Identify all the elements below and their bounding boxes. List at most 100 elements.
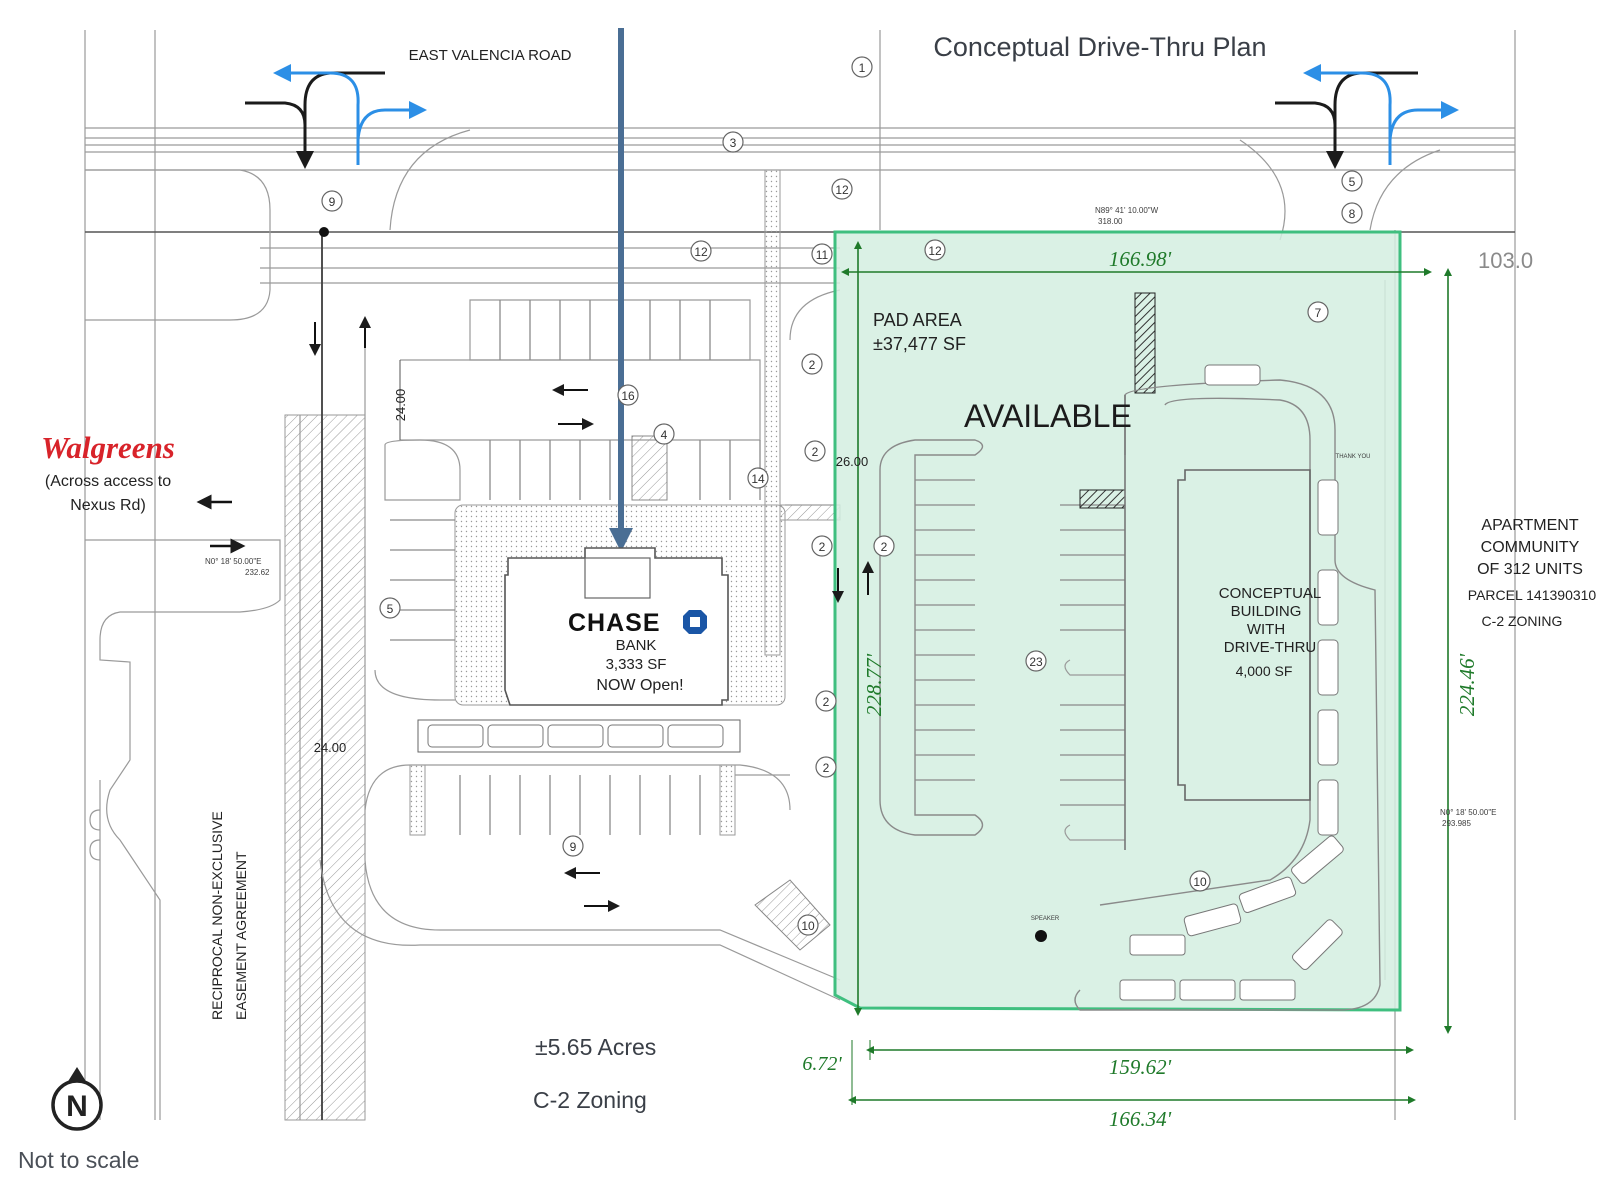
pad-west-stalls bbox=[915, 479, 975, 781]
site-acres: ±5.65 Acres bbox=[535, 1034, 656, 1060]
bearing-top-length: 318.00 bbox=[1098, 217, 1123, 226]
chase-building[interactable]: CHASE BANK 3,333 SF NOW Open! bbox=[504, 547, 729, 706]
north-arrow-icon: N bbox=[51, 1067, 103, 1131]
easement-label: RECIPROCAL NON-EXCLUSIVE EASEMENT AGREEM… bbox=[209, 811, 249, 1020]
keynote-badge: 2 bbox=[804, 440, 826, 462]
apartment-line-1: APARTMENT bbox=[1481, 517, 1578, 534]
edge-dimension: 103.0 bbox=[1478, 248, 1533, 273]
keynote-badge: 2 bbox=[815, 756, 837, 778]
keynote-number: 2 bbox=[823, 761, 830, 775]
keynote-number: 5 bbox=[1349, 175, 1356, 189]
apartment-line-3: OF 312 UNITS bbox=[1477, 561, 1583, 578]
apartment-parcel: PARCEL 141390310 bbox=[1468, 587, 1597, 603]
keynote-badge: 14 bbox=[747, 467, 769, 489]
keynote-badge: 12 bbox=[831, 178, 853, 200]
keynote-badge: 5 bbox=[1341, 170, 1363, 192]
keynote-badge: 16 bbox=[617, 384, 639, 406]
north-letter: N bbox=[66, 1090, 88, 1123]
keynote-badge: 2 bbox=[811, 535, 833, 557]
pad-area-size: ±37,477 SF bbox=[873, 334, 966, 354]
keynote-badge: 9 bbox=[562, 835, 584, 857]
keynote-number: 10 bbox=[1193, 875, 1207, 889]
keynote-number: 1 bbox=[859, 61, 866, 75]
chase-logo-text: CHASE bbox=[568, 609, 661, 637]
keynote-number: 16 bbox=[621, 389, 635, 403]
keynote-badge: 10 bbox=[1189, 870, 1211, 892]
bearing-left: N0° 18' 50.00"E bbox=[205, 557, 262, 566]
pad-area[interactable] bbox=[833, 230, 1402, 1012]
keynote-number: 3 bbox=[730, 136, 737, 150]
keynote-badge: 2 bbox=[815, 690, 837, 712]
pad-area-label: PAD AREA bbox=[873, 310, 962, 330]
building-label-2: BUILDING bbox=[1231, 603, 1302, 620]
keynote-number: 5 bbox=[387, 602, 394, 616]
bearing-top: N89° 41' 10.00"W bbox=[1095, 206, 1159, 215]
dimension-lines bbox=[841, 241, 1452, 1105]
keynote-number: 12 bbox=[694, 245, 708, 259]
keynote-number: 8 bbox=[1349, 207, 1356, 221]
walgreens-note-2: Nexus Rd) bbox=[70, 497, 146, 514]
thank-you-note: THANK YOU bbox=[1336, 454, 1371, 460]
keynote-badge: 7 bbox=[1307, 301, 1329, 323]
dim-right: 224.46' bbox=[1455, 653, 1479, 716]
drive-gap: 26.00 bbox=[836, 454, 869, 469]
keynote-badge: 9 bbox=[321, 190, 343, 212]
bearing-right-length: 293.985 bbox=[1442, 819, 1471, 828]
road-label: EAST VALENCIA ROAD bbox=[409, 47, 572, 64]
walgreens-logo: Walgreens bbox=[41, 430, 175, 465]
chase-octagon-icon bbox=[683, 610, 707, 634]
building-size: 4,000 SF bbox=[1236, 663, 1293, 679]
dim-left: 228.77' bbox=[862, 653, 886, 716]
keynote-badge: 10 bbox=[797, 914, 819, 936]
keynote-number: 10 bbox=[801, 919, 815, 933]
keynote-badge: 3 bbox=[722, 131, 744, 153]
keynote-number: 2 bbox=[881, 540, 888, 554]
keynote-number: 11 bbox=[816, 248, 829, 262]
keynote-number: 9 bbox=[329, 195, 336, 209]
walgreens-note-1: (Across access to bbox=[45, 473, 171, 490]
keynote-number: 14 bbox=[751, 472, 765, 486]
bearing-right: N0° 18' 50.00"E bbox=[1440, 808, 1497, 817]
pad-east-stalls bbox=[1060, 504, 1125, 806]
building-label-3: WITH bbox=[1247, 621, 1285, 638]
keynote-number: 23 bbox=[1029, 655, 1043, 669]
keynote-badge: 12 bbox=[690, 240, 712, 262]
site-zoning: C-2 Zoning bbox=[533, 1087, 647, 1113]
keynote-badges: 1 3 5 8 9 12 12 12 11 2 7 16 4 2 14 2 2 5 23 2 2 9 10 10 bbox=[321, 56, 1363, 936]
plan-title: Conceptual Drive-Thru Plan bbox=[933, 32, 1266, 62]
easement-line-2: EASEMENT AGREEMENT bbox=[233, 851, 249, 1020]
keynote-number: 12 bbox=[835, 183, 849, 197]
building-label-4: DRIVE-THRU bbox=[1224, 639, 1317, 656]
dim-top: 166.98' bbox=[1109, 247, 1172, 271]
chase-queue-cars bbox=[427, 724, 724, 748]
bearing-left-length: 232.62 bbox=[245, 568, 270, 577]
scale-note: Not to scale bbox=[18, 1147, 139, 1173]
apartment-zoning: C-2 ZONING bbox=[1482, 613, 1563, 629]
easement-line-1: RECIPROCAL NON-EXCLUSIVE bbox=[209, 811, 225, 1020]
keynote-badge: 1 bbox=[851, 56, 873, 78]
keynote-number: 2 bbox=[819, 540, 826, 554]
keynote-number: 12 bbox=[928, 244, 942, 258]
keynote-number: 4 bbox=[661, 428, 668, 442]
traffic-arrows bbox=[196, 28, 1459, 912]
conceptual-building[interactable]: CONCEPTUAL BUILDING WITH DRIVE-THRU 4,00… bbox=[1219, 585, 1322, 679]
keynote-badge: 8 bbox=[1341, 202, 1363, 224]
keynote-badge: 23 bbox=[1025, 650, 1047, 672]
keynote-badge: 12 bbox=[924, 239, 946, 261]
building-label-1: CONCEPTUAL bbox=[1219, 585, 1322, 602]
chase-size: 3,333 SF bbox=[606, 656, 667, 673]
walgreens-neighbor: Walgreens (Across access to Nexus Rd) bbox=[41, 430, 175, 514]
dim-offset: 6.72' bbox=[802, 1053, 842, 1075]
keynote-badge: 2 bbox=[801, 353, 823, 375]
keynote-number: 2 bbox=[823, 695, 830, 709]
pad-status: AVAILABLE bbox=[964, 398, 1132, 434]
keynote-badge: 2 bbox=[873, 535, 895, 557]
drive-thru-queue-cars bbox=[1119, 479, 1344, 1001]
keynote-number: 9 bbox=[570, 840, 577, 854]
dim-bottom-outer: 166.34' bbox=[1109, 1107, 1172, 1131]
speaker-note: SPEAKER bbox=[1031, 916, 1060, 922]
apartment-community: APARTMENT COMMUNITY OF 312 UNITS PARCEL … bbox=[1468, 517, 1597, 629]
chase-status: NOW Open! bbox=[596, 677, 683, 694]
keynote-number: 7 bbox=[1315, 306, 1322, 320]
